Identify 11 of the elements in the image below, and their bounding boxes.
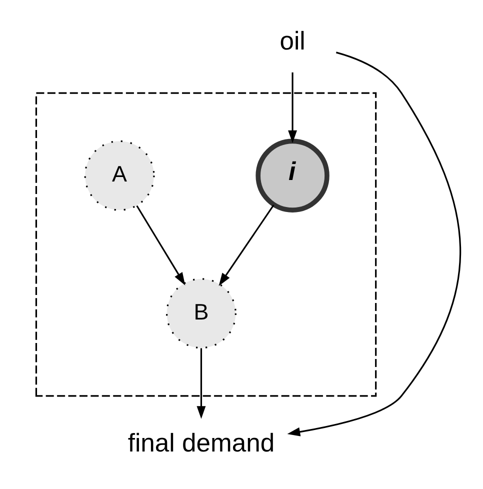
node-circle: i: [255, 138, 329, 212]
cluster: [34, 92, 376, 397]
arrow: [196, 348, 206, 419]
node-text: final demand: [127, 430, 274, 458]
arrow: [288, 72, 297, 144]
arrow: [286, 52, 461, 436]
node-text: oil: [279, 28, 305, 56]
arrow: [218, 204, 274, 286]
node-circle: B: [165, 278, 236, 349]
node-circle: A: [84, 140, 154, 211]
arrow: [136, 205, 185, 286]
